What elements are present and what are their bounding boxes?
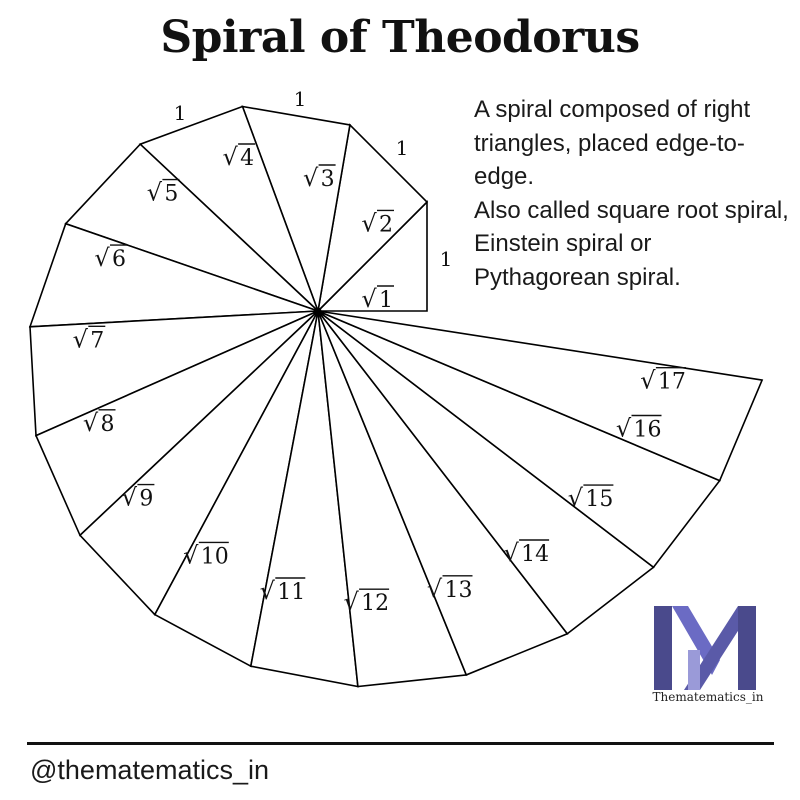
radical-sign: √	[427, 575, 443, 603]
radicand: 5	[164, 182, 178, 207]
radicand: 9	[139, 487, 153, 512]
hypotenuse-label: √3	[303, 164, 336, 192]
radical-sign: √	[147, 179, 163, 207]
unit-edge-label: 1	[294, 87, 307, 111]
radicand: 10	[201, 544, 229, 569]
logo-inner-mark	[688, 650, 700, 690]
unit-edge-label: 1	[440, 247, 453, 271]
spiral-diagram: √1√2√3√4√5√6√7√8√9√10√11√12√13√14√15√16√…	[28, 87, 764, 688]
hypotenuse-label: √8	[83, 409, 116, 437]
brand-name: Thematematics_in	[652, 690, 764, 704]
radicand: 16	[634, 418, 662, 443]
radicand: 17	[658, 370, 686, 395]
radicand: 15	[585, 487, 613, 512]
radical-sign: √	[73, 325, 89, 353]
description-line-1: A spiral composed of right triangles, pl…	[474, 96, 751, 190]
hypotenuse-label: √2	[361, 209, 394, 237]
radical-sign: √	[260, 577, 276, 605]
brand-logo	[654, 606, 756, 690]
hypotenuse-label: √16	[616, 415, 662, 443]
radicand: 3	[321, 167, 335, 192]
radical-sign: √	[343, 588, 359, 616]
logo-right-bar	[738, 606, 756, 690]
radical-sign: √	[183, 541, 199, 569]
radicand: 8	[101, 412, 115, 437]
radical-sign: √	[122, 484, 138, 512]
hypotenuse-label: √6	[94, 244, 127, 272]
logo-right-diagonal	[684, 606, 754, 690]
hypotenuse-label: √7	[73, 325, 106, 353]
triangle	[317, 310, 764, 482]
hypotenuse-label: √1	[361, 285, 394, 313]
description-line-2: Also called square root spiral, Einstein…	[474, 196, 789, 291]
radicand: 11	[277, 580, 305, 605]
divider	[27, 742, 774, 745]
radicand: 7	[90, 328, 104, 353]
hypotenuse-label: √14	[503, 539, 550, 567]
radical-sign: √	[503, 539, 519, 567]
radical-sign: √	[83, 409, 99, 437]
hypotenuse-label: √4	[222, 143, 256, 171]
labels: √1√2√3√4√5√6√7√8√9√10√11√12√13√14√15√16√…	[73, 87, 686, 616]
radical-sign: √	[568, 484, 584, 512]
radical-sign: √	[640, 367, 656, 395]
radical-sign: √	[361, 209, 377, 237]
hypotenuse-label: √11	[260, 577, 306, 605]
radicand: 14	[521, 542, 549, 567]
hypotenuse-label: √15	[568, 484, 614, 512]
hypotenuse-label: √5	[147, 179, 180, 207]
radicand: 13	[445, 578, 473, 603]
radical-sign: √	[361, 285, 377, 313]
radical-sign: √	[303, 164, 319, 192]
radical-sign: √	[616, 415, 632, 443]
unit-edge-label: 1	[396, 136, 409, 160]
hypotenuse-label: √9	[122, 484, 155, 512]
social-handle: @thematematics_in	[30, 755, 270, 785]
spiral-center	[314, 307, 322, 315]
radical-sign: √	[94, 244, 110, 272]
hypotenuse-label: √13	[427, 575, 473, 603]
hypotenuse-label: √12	[343, 588, 390, 616]
unit-edge-label: 1	[174, 101, 187, 125]
hypotenuse-label: √17	[640, 367, 686, 395]
logo-left-bar	[654, 606, 672, 690]
radical-sign: √	[222, 143, 238, 171]
radicand: 1	[379, 288, 393, 313]
triangles	[28, 105, 764, 688]
radicand: 6	[112, 247, 126, 272]
radicand: 12	[361, 591, 389, 616]
page-title: Spiral of Theodorus	[160, 12, 640, 63]
radicand: 4	[240, 146, 254, 171]
description: A spiral composed of right triangles, pl…	[474, 93, 794, 294]
radicand: 2	[379, 212, 393, 237]
hypotenuse-label: √10	[183, 541, 229, 569]
